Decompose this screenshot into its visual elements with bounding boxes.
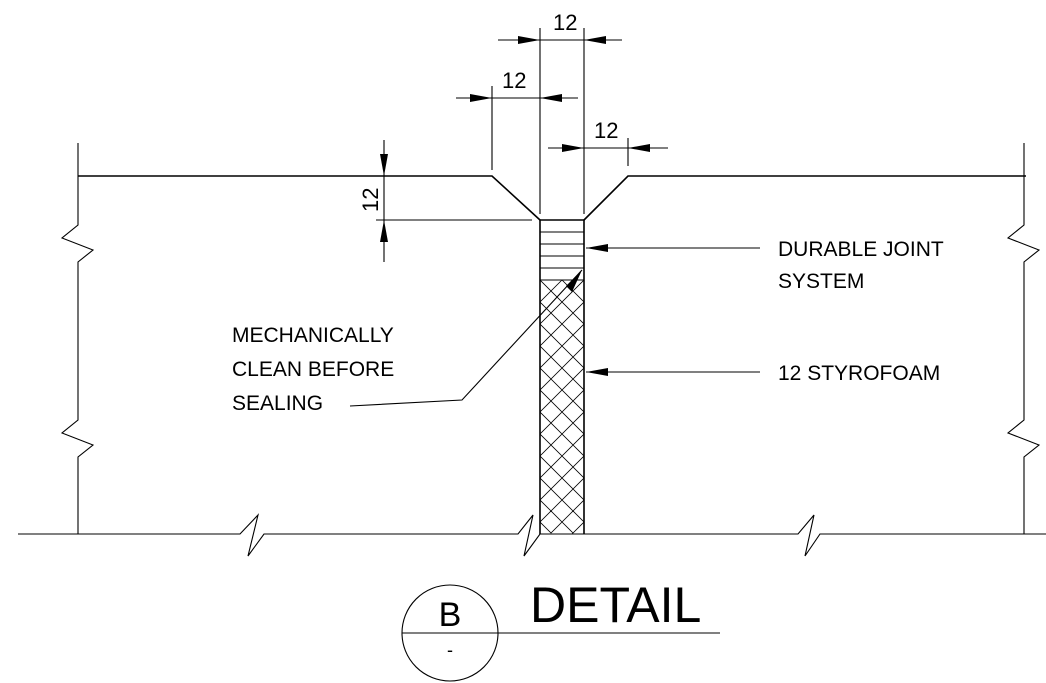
dimension-vertical (376, 140, 532, 262)
dimension-top-value: 12 (553, 10, 577, 35)
styrofoam-filler-hatch (540, 280, 584, 534)
dimension-upper-left-value: 12 (502, 68, 526, 93)
leader-styrofoam (586, 368, 760, 376)
note-mechanically-line2: CLEAN BEFORE (232, 358, 394, 381)
detail-title: DETAIL (530, 577, 701, 633)
slab-right-edge-break (1006, 143, 1041, 534)
detail-bubble (401, 584, 720, 682)
dimension-right (548, 138, 668, 166)
note-durable-joint-line1: DURABLE JOINT (778, 238, 944, 261)
note-styrofoam: 12 STYROFOAM (778, 362, 940, 385)
dimension-vertical-value: 12 (358, 188, 383, 212)
detail-letter: B (439, 596, 462, 634)
sheet-reference: - (447, 640, 453, 660)
dimension-upper-left (456, 86, 578, 170)
note-durable-joint-line2: SYSTEM (778, 270, 864, 293)
note-mechanically-line1: MECHANICALLY (232, 324, 394, 347)
base-line-break (18, 513, 1046, 557)
slab-top-surface-right (583, 175, 1026, 221)
dimension-top (498, 28, 622, 214)
slab-left-edge-break (60, 143, 95, 534)
leader-durable-joint (586, 244, 760, 252)
note-mechanically-line3: SEALING (232, 392, 323, 415)
durable-joint-sealant (540, 231, 584, 281)
dimension-right-value: 12 (594, 118, 618, 143)
leader-mechanically-clean (349, 269, 583, 407)
slab-top-surface-left (78, 175, 541, 221)
